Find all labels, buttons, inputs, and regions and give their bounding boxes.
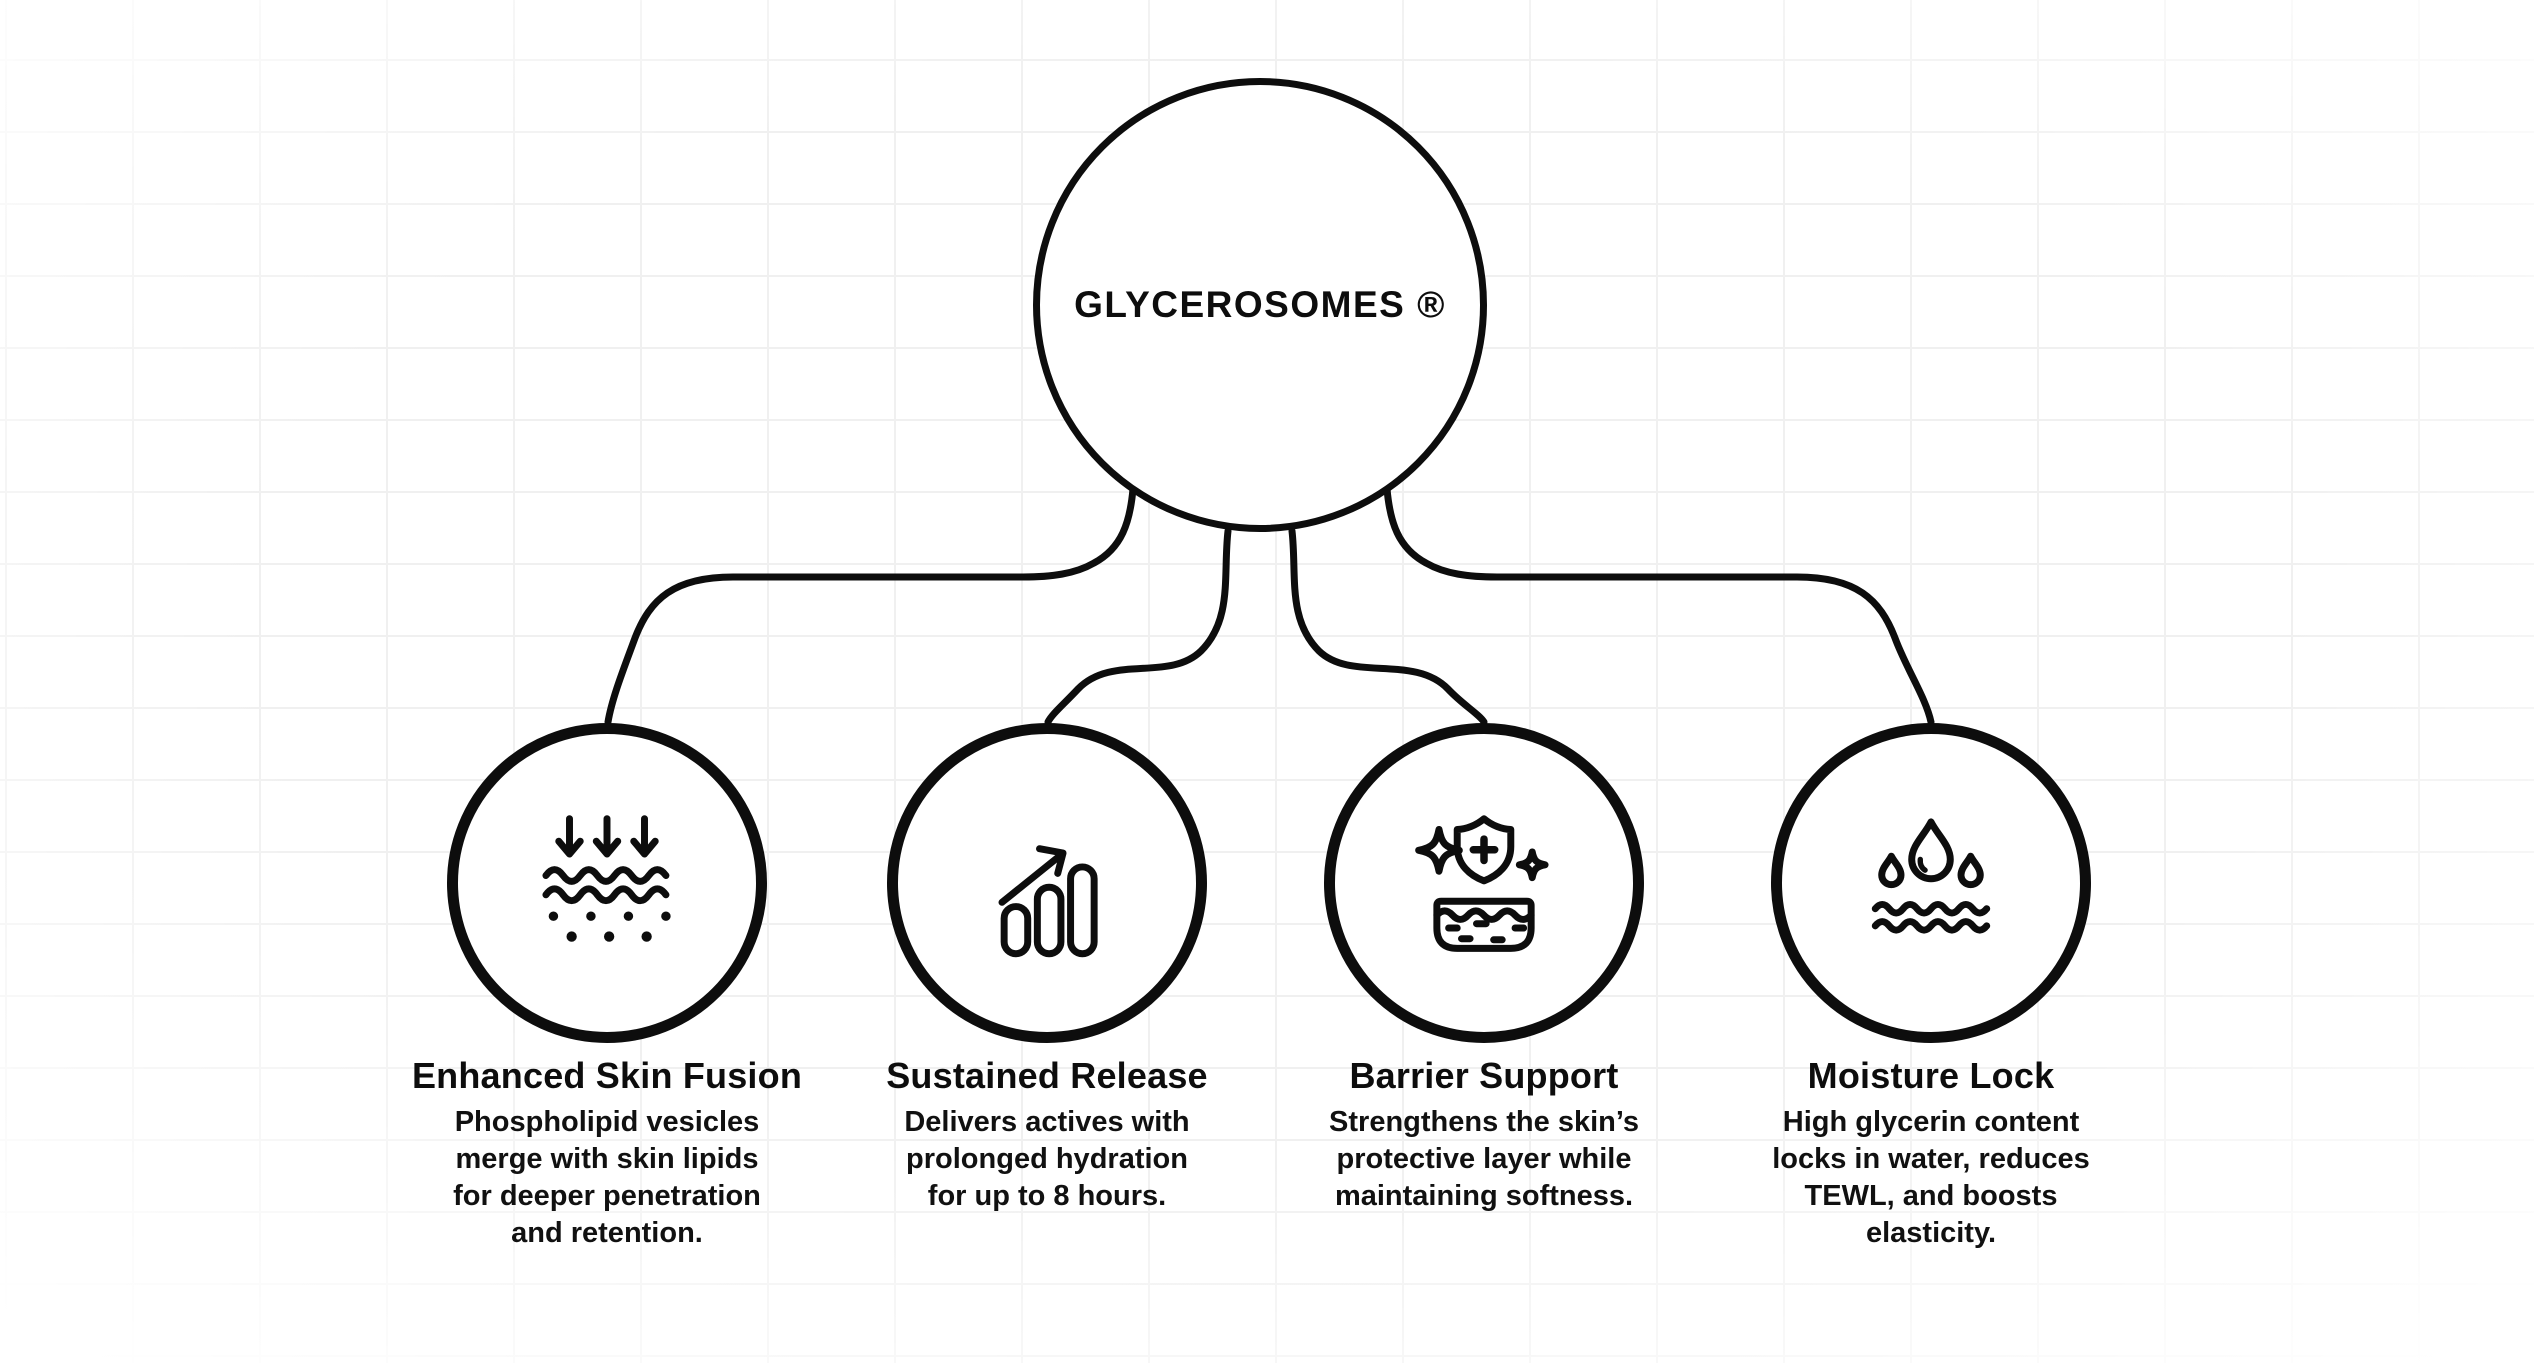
branch-2-circle xyxy=(887,723,1207,1043)
branch-3-description: Strengthens the skin’s protective layer … xyxy=(1329,1106,1639,1212)
branch-1-description: Phospholipid vesicles merge with skin li… xyxy=(453,1106,761,1249)
root-node-title: GLYCEROSOMES ® xyxy=(1074,284,1446,325)
branch-4-circle xyxy=(1771,723,2091,1043)
branch-2-title: Sustained Release xyxy=(886,1055,1208,1096)
branch-sustained-release: Sustained Release Delivers actives with … xyxy=(807,723,1287,1215)
rising-bars-arrow-icon xyxy=(998,845,1098,958)
skin-penetration-icon xyxy=(542,815,671,942)
connector-branch-3 xyxy=(1288,527,1488,726)
branch-3-circle xyxy=(1324,723,1644,1043)
branch-4-title: Moisture Lock xyxy=(1807,1055,2055,1096)
root-node-circle: GLYCEROSOMES ® xyxy=(1033,78,1487,532)
shield-skin-layer-icon xyxy=(1415,815,1549,952)
branch-3-title: Barrier Support xyxy=(1349,1055,1619,1096)
branch-enhanced-skin-fusion: Enhanced Skin Fusion Phospholipid vesicl… xyxy=(367,723,847,1252)
water-drops-waves-icon xyxy=(1871,818,1991,934)
branch-4-description: High glycerin content locks in water, re… xyxy=(1772,1106,2090,1249)
branch-1-circle xyxy=(447,723,767,1043)
branch-2-description: Delivers actives with prolonged hydratio… xyxy=(904,1106,1190,1212)
branch-barrier-support: Barrier Support Strengthens the skin’s p… xyxy=(1244,723,1724,1215)
connector-branch-4 xyxy=(1383,485,1935,726)
branch-1-title: Enhanced Skin Fusion xyxy=(411,1055,803,1096)
connector-branch-2 xyxy=(1044,527,1232,726)
connector-branch-1 xyxy=(604,485,1137,726)
branch-moisture-lock: Moisture Lock High glycerin content lock… xyxy=(1691,723,2171,1252)
